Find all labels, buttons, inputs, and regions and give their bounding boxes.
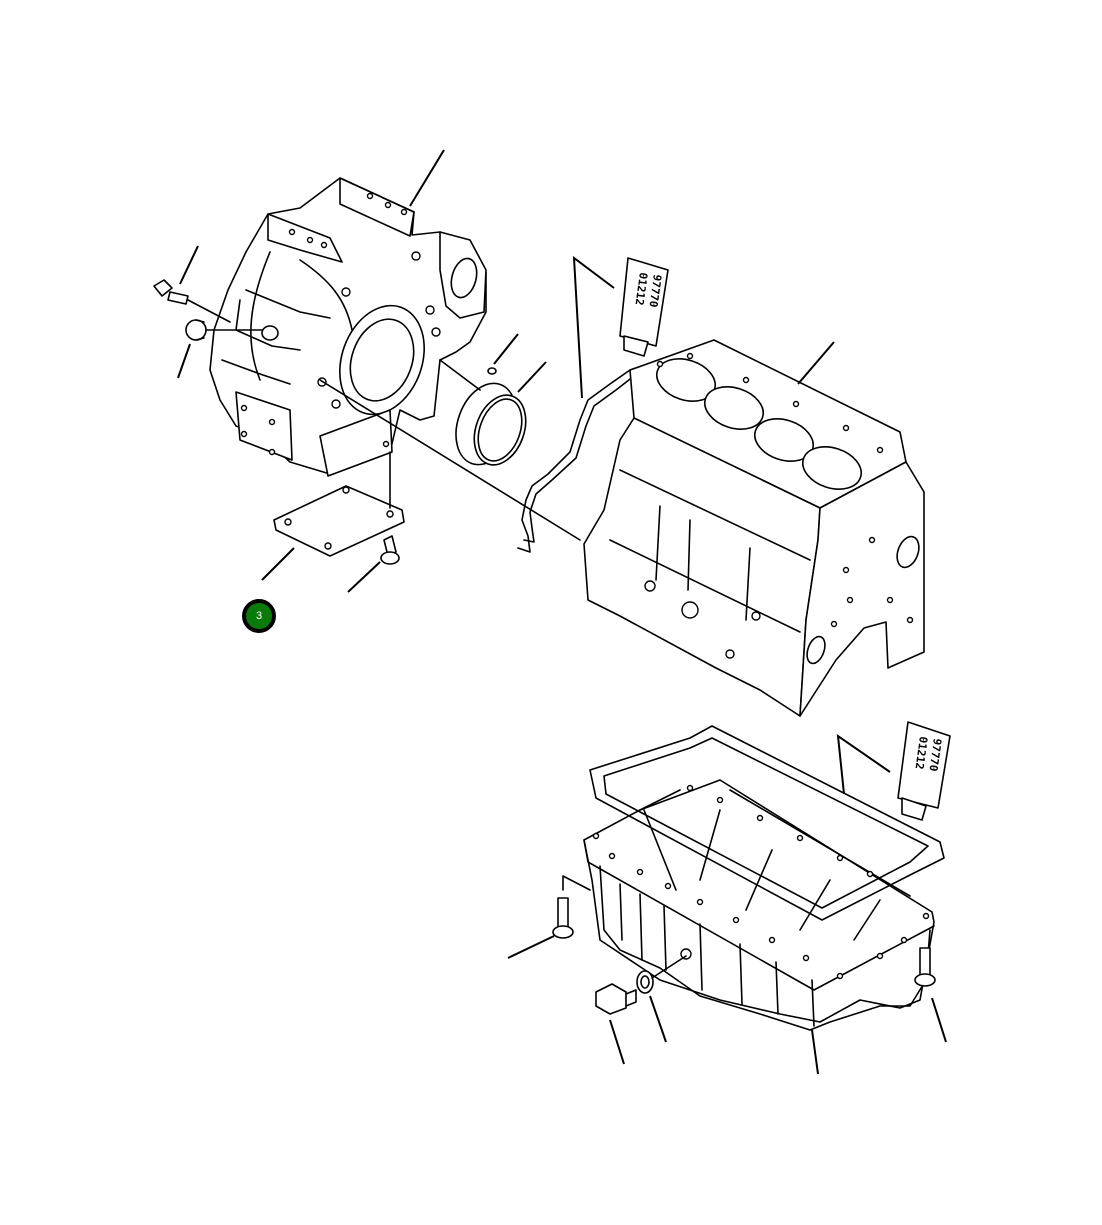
- oil-pan-bolt-right: [914, 947, 936, 987]
- housing-plug: [185, 319, 263, 341]
- rear-gasket: [517, 369, 635, 553]
- oil-pan-gasket: [589, 725, 945, 921]
- tube-label-line2: 01212: [912, 736, 929, 771]
- callout-label: 3: [255, 610, 263, 622]
- sealant-tube-upper: 97770 01212: [619, 257, 669, 357]
- cylinder-block: [583, 339, 925, 717]
- cover-plate-bolt: [380, 535, 400, 565]
- dowel-pin: [487, 367, 497, 375]
- tube-label-line1: 97770: [926, 738, 943, 773]
- leader-lines: [177, 149, 947, 1075]
- cover-plate: [273, 451, 405, 557]
- callout-3[interactable]: 3: [242, 599, 276, 633]
- oil-pan: [583, 779, 935, 1031]
- oil-pan-bolt-left: [552, 875, 591, 939]
- drain-plug-washer: [636, 955, 687, 994]
- tube-label-line1: 97770: [646, 274, 663, 309]
- rear-oil-seal: [455, 382, 527, 466]
- tube-label-line2: 01212: [632, 272, 649, 307]
- flywheel-housing: [209, 177, 487, 477]
- housing-bolt: [153, 279, 231, 323]
- drain-plug: [595, 983, 637, 1015]
- sealant-tube-lower: 97770 01212: [897, 721, 951, 821]
